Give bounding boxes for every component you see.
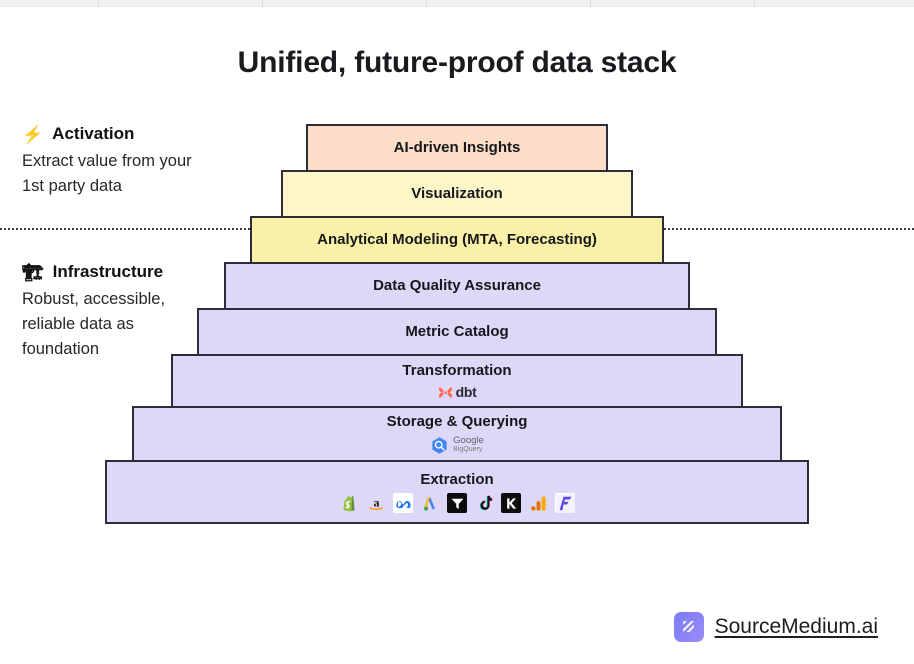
section-activation-description: Extract value from your 1st party data xyxy=(22,152,192,195)
pyramid-layer-label: Extraction xyxy=(420,470,494,488)
tiktok-icon[interactable] xyxy=(474,493,494,513)
section-activation: ⚡ Activation Extract value from your 1st… xyxy=(22,124,272,199)
section-activation-heading-row: ⚡ Activation xyxy=(22,124,272,144)
pyramid-layer-visualization[interactable]: Visualization xyxy=(281,170,633,218)
google-bigquery-logo: Google BigQuery xyxy=(430,436,484,455)
google-ads-icon[interactable] xyxy=(420,493,440,513)
data-stack-pyramid: AI-driven Insights Visualization Analyti… xyxy=(0,124,914,524)
section-infrastructure: 🏗 Infrastructure Robust, accessible, rel… xyxy=(22,262,272,361)
fairing-icon[interactable] xyxy=(555,493,575,514)
pyramid-layer-label: Metric Catalog xyxy=(405,323,509,341)
storage-logo-row: Google BigQuery xyxy=(430,436,484,455)
bigquery-mark-icon xyxy=(432,436,447,454)
pyramid-layer-label: AI-driven Insights xyxy=(393,139,521,157)
pyramid-layer-label: Transformation xyxy=(402,361,512,379)
attentive-icon[interactable] xyxy=(447,493,467,514)
pyramid-layer-data-quality-assurance[interactable]: Data Quality Assurance xyxy=(224,262,690,310)
bigquery-google-label: Google xyxy=(453,435,484,447)
pyramid-layer-storage-querying[interactable]: Storage & Querying Google BigQuery xyxy=(132,406,782,462)
high-voltage-icon: ⚡ xyxy=(22,124,44,144)
sourcemedium-logo-icon xyxy=(673,612,704,642)
dbt-mark-icon xyxy=(438,386,452,398)
building-construction-icon: 🏗 xyxy=(22,262,44,282)
section-infrastructure-heading-row: 🏗 Infrastructure xyxy=(22,262,272,282)
meta-icon[interactable] xyxy=(393,493,413,514)
pyramid-layer-transformation[interactable]: Transformation dbt xyxy=(171,354,743,408)
pyramid-layer-extraction[interactable]: Extraction a xyxy=(105,460,809,524)
sourcemedium-name[interactable]: SourceMedium.ai xyxy=(714,615,878,638)
pyramid-layer-analytical-modeling[interactable]: Analytical Modeling (MTA, Forecasting) xyxy=(250,216,664,264)
pyramid-layer-metric-catalog[interactable]: Metric Catalog xyxy=(197,308,717,356)
pyramid-layer-label: Visualization xyxy=(411,185,503,203)
pyramid-layer-label: Storage & Querying xyxy=(386,413,528,431)
transformation-logo-row: dbt xyxy=(438,384,477,400)
amazon-icon[interactable]: a xyxy=(366,493,386,513)
klaviyo-icon[interactable] xyxy=(501,493,521,514)
section-infrastructure-title: Infrastructure xyxy=(52,262,164,281)
pyramid-layer-label: Analytical Modeling (MTA, Forecasting) xyxy=(317,231,597,249)
section-activation-title: Activation xyxy=(52,124,135,143)
footer-brand[interactable]: SourceMedium.ai xyxy=(673,612,878,642)
pyramid-layer-ai-driven-insights[interactable]: AI-driven Insights xyxy=(306,124,608,172)
bigquery-product-label: BigQuery xyxy=(453,446,483,454)
top-strip xyxy=(0,0,914,7)
pyramid-layer-label: Data Quality Assurance xyxy=(373,277,541,295)
google-analytics-icon[interactable] xyxy=(528,493,548,513)
shopify-icon[interactable] xyxy=(339,493,359,513)
dbt-wordmark: dbt xyxy=(455,384,477,401)
page-title: Unified, future-proof data stack xyxy=(237,46,677,79)
extraction-integrations-row: a xyxy=(339,493,575,514)
svg-text:a: a xyxy=(373,495,379,509)
section-infrastructure-description: Robust, accessible, reliable data as fou… xyxy=(22,290,166,358)
dbt-logo: dbt xyxy=(438,384,477,400)
